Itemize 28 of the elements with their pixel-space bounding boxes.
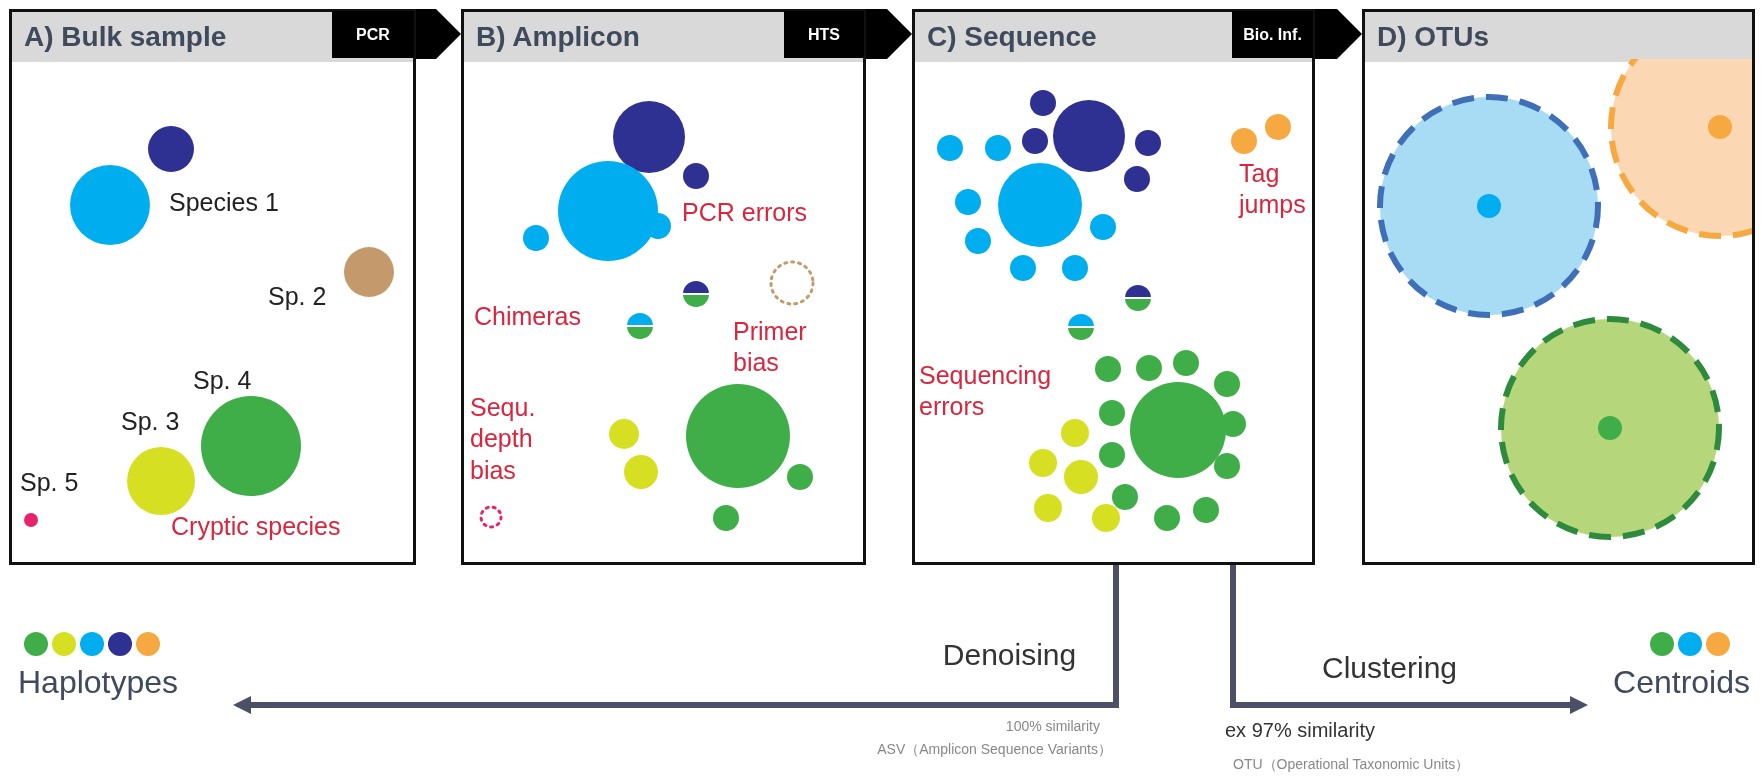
annotation-label: Sp. 5	[20, 467, 80, 498]
panel-title: D) OTUs	[1365, 12, 1752, 62]
edge-label: PCR	[332, 11, 414, 58]
annotation-label: Species 1	[169, 187, 280, 218]
edge-label: Bio. Inf.	[1232, 11, 1313, 58]
panel	[1362, 9, 1755, 565]
annotation-label: Tag jumps	[1239, 158, 1307, 221]
note-text: 100% similarity	[1004, 718, 1100, 736]
node-label: Haplotypes	[18, 664, 180, 701]
node-label: Centroids	[1612, 664, 1750, 701]
annotation-label: Sp. 4	[193, 365, 253, 396]
edge-label: HTS	[784, 11, 864, 58]
annotation-label: Cryptic species	[171, 511, 342, 542]
annotation-label: Sp. 3	[121, 406, 181, 437]
annotation-label: Chimeras	[474, 301, 582, 332]
chevron-arrow	[1315, 9, 1362, 59]
arrow	[1230, 565, 1588, 714]
chevron-arrow	[416, 9, 461, 59]
note-text: ex 97% similarity	[1225, 718, 1377, 743]
annotation-label: Sequ. depth bias	[470, 392, 537, 486]
annotation-label: PCR errors	[682, 197, 808, 228]
note-text: OTU（Operational Taxonomic Units）	[1233, 756, 1471, 774]
annotation-label: Sp. 2	[268, 281, 328, 312]
chevron-arrow	[866, 9, 912, 59]
arrow	[233, 565, 1119, 714]
annotation-label: Primer bias	[733, 316, 808, 379]
annotation-label: Sequencing errors	[919, 360, 1053, 423]
note-text: ASV（Amplicon Sequence Variants）	[876, 741, 1112, 759]
